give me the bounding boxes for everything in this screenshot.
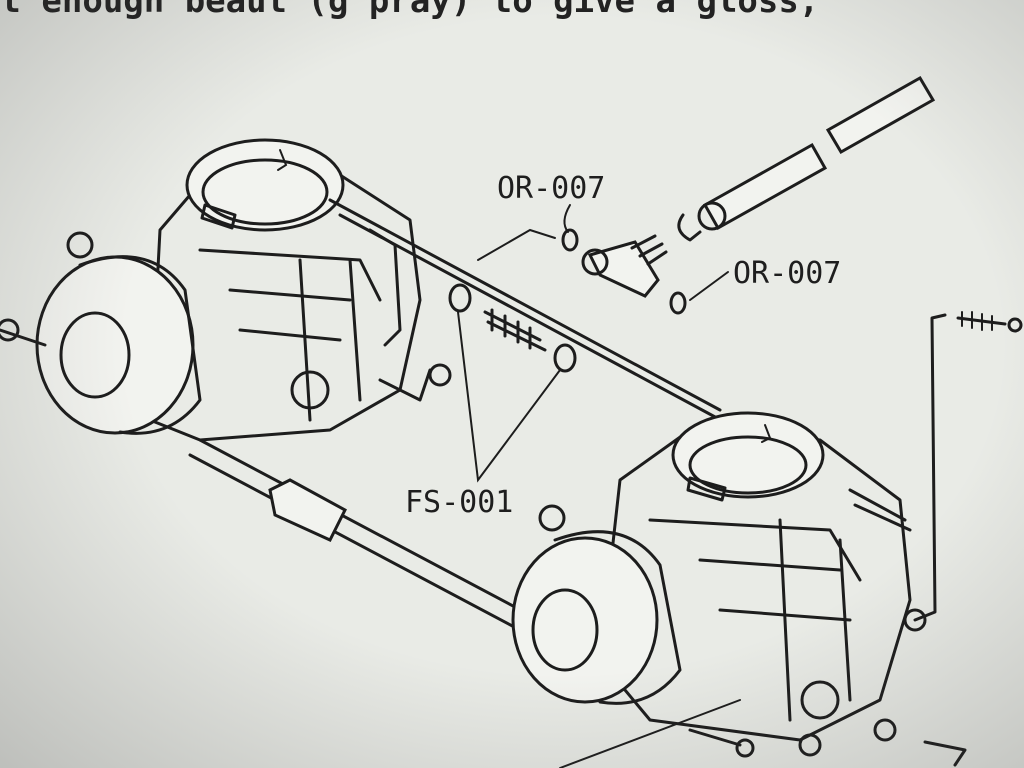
linkage-shafts bbox=[188, 198, 732, 632]
carburetor-upper-left bbox=[0, 138, 452, 442]
label-fs-001: FS-001 bbox=[405, 485, 513, 520]
fuel-screens bbox=[448, 283, 577, 483]
carburetor-lower-right bbox=[511, 411, 967, 768]
label-or-007-top: OR-007 bbox=[497, 171, 605, 206]
top-caption: st enough beaut (g pray) to give a gloss… bbox=[0, 0, 819, 21]
label-or-007-right: OR-007 bbox=[733, 256, 841, 291]
fuel-tee-assembly bbox=[477, 75, 936, 315]
right-bracket bbox=[913, 311, 1023, 622]
